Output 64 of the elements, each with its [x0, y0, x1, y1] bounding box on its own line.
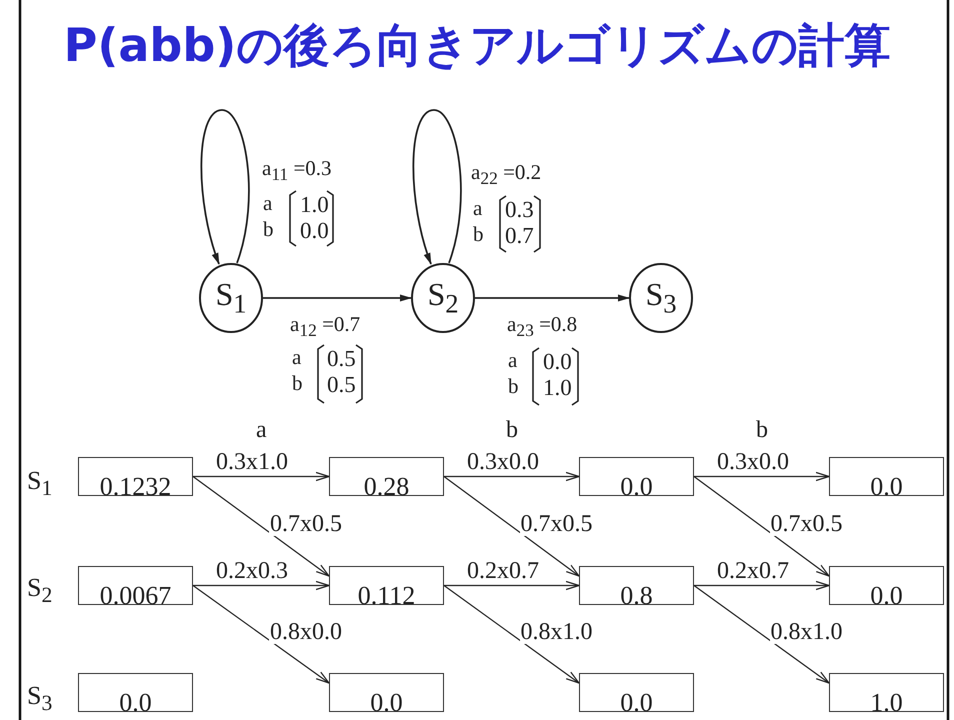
state-circle: S$_{1}$: [199, 263, 263, 333]
matrix-row-name: a: [508, 350, 518, 371]
arrow: [193, 580, 330, 590]
edge-label: a$_{23}$ =0.8: [507, 314, 578, 340]
edge-label: 0.8x1.0: [520, 620, 594, 644]
matrix-value: 0.0: [543, 350, 572, 373]
probability-box: 0.0067: [78, 566, 193, 605]
arrow: [694, 472, 830, 482]
probability-box: 0.0: [78, 673, 193, 712]
matrix-row-name: a: [473, 198, 482, 219]
arrow: [694, 476, 830, 577]
edge-label: 0.7x0.5: [770, 512, 844, 536]
edge-label: 0.7x0.5: [269, 512, 343, 536]
arrow: [444, 580, 580, 590]
arrow: [200, 109, 250, 265]
state-row-label: S$_{1}$: [27, 468, 52, 500]
arrow: [444, 476, 580, 577]
probability-box: 0.0: [579, 673, 694, 712]
matrix-row-name: b: [508, 376, 518, 397]
arrow: [192, 585, 330, 684]
matrix-value: 0.7: [505, 224, 534, 247]
matrix-row-name: b: [473, 224, 484, 245]
arrow: [444, 585, 580, 684]
matrix-row-name: b: [292, 373, 302, 394]
matrix-value: 0.0: [300, 219, 329, 242]
edge-label: 0.8x1.0: [770, 620, 844, 644]
edge-label: a$_{22}$ =0.2: [471, 162, 542, 188]
arrow: [263, 294, 412, 302]
matrix-row-name: b: [263, 219, 274, 240]
matrix-value: 1.0: [543, 376, 572, 399]
arrow: [694, 585, 830, 684]
matrix-row-name: a: [263, 193, 272, 214]
probability-box: 0.0: [329, 673, 444, 712]
probability-box: 0.28: [329, 457, 444, 496]
matrix-value: 0.5: [327, 373, 356, 396]
state-circle: S$_{3}$: [629, 263, 693, 333]
matrix-value: 0.3: [505, 198, 534, 221]
probability-box: 0.1232: [78, 457, 193, 496]
matrix-value: 1.0: [300, 193, 329, 216]
probability-box: 0.0: [829, 457, 944, 496]
arrow: [412, 109, 462, 265]
probability-box: 0.0: [829, 566, 944, 605]
symbol-header: a: [256, 418, 267, 442]
edge-label: a$_{12}$ =0.7: [290, 314, 360, 340]
symbol-header: b: [506, 418, 518, 442]
probability-box: 1.0: [829, 673, 944, 712]
arrow: [193, 472, 330, 482]
arrow: [444, 472, 580, 482]
state-row-label: S$_{2}$: [27, 575, 52, 607]
probability-box: 0.112: [329, 566, 444, 605]
symbol-header: b: [756, 418, 768, 442]
title: P(abb)の後ろ向きアルゴリズムの計算: [62, 22, 892, 68]
state-row-label: S$_{3}$: [27, 683, 52, 715]
matrix-row-name: a: [292, 347, 302, 368]
probability-box: 0.8: [579, 566, 694, 605]
arrow: [192, 476, 330, 577]
state-circle: S$_{2}$: [411, 263, 475, 333]
edge-label: 0.8x0.0: [269, 620, 343, 644]
edge-label: a$_{11}$ =0.3: [262, 158, 332, 184]
edge-label: 0.7x0.5: [520, 512, 594, 536]
arrow: [694, 580, 830, 590]
arrow: [475, 294, 630, 302]
probability-box: 0.0: [579, 457, 694, 496]
matrix-value: 0.5: [327, 347, 356, 370]
